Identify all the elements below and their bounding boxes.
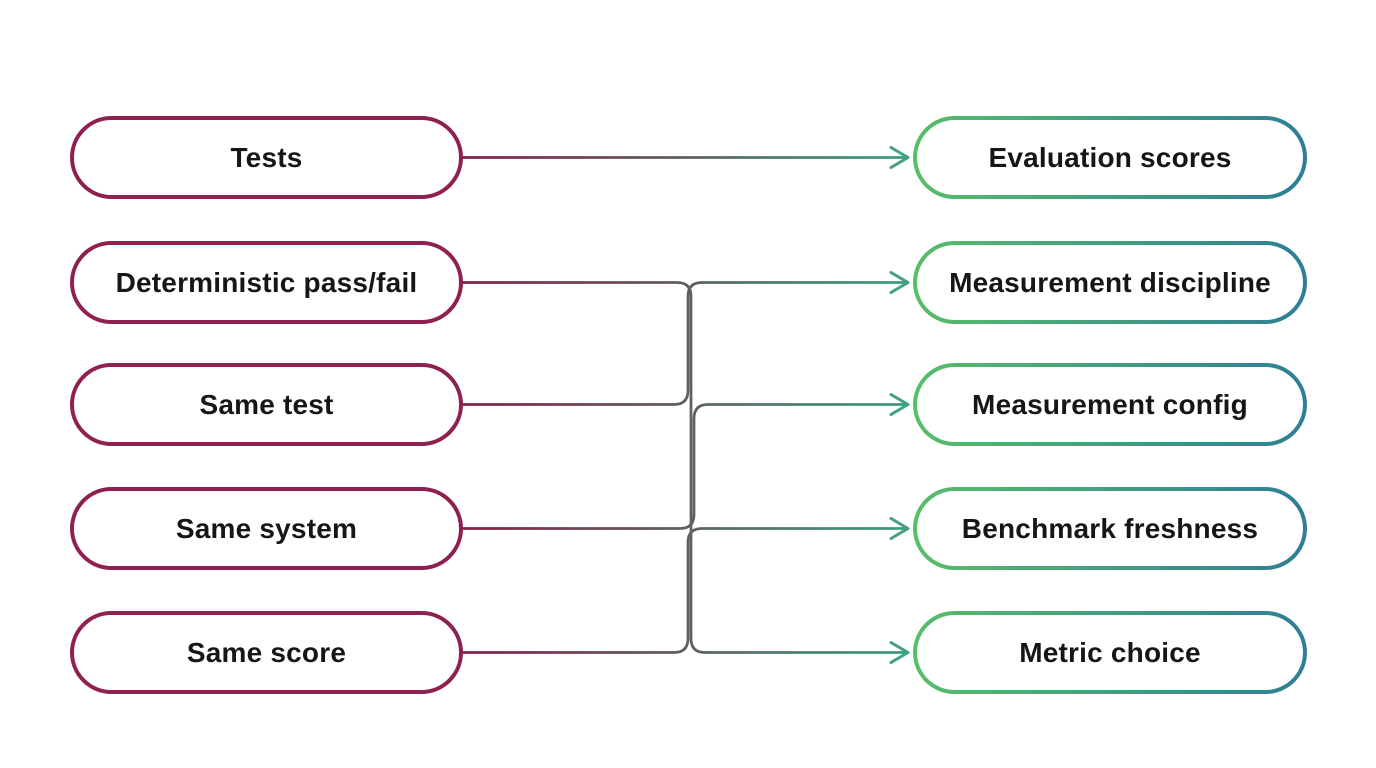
node-same-score-label: Same score	[186, 636, 347, 668]
node-benchmark-freshness-label: Benchmark freshness	[961, 512, 1259, 544]
arrowhead-icon	[889, 641, 910, 664]
node-measurement-discipline-label: Measurement discipline	[949, 266, 1271, 298]
arrowhead-icon	[889, 393, 910, 416]
edge-same-score-to-benchmark-freshness	[461, 527, 908, 654]
arrowhead-icon	[889, 271, 910, 294]
node-tests: Tests	[70, 116, 463, 199]
node-tests-label: Tests	[230, 141, 303, 173]
node-measurement-config-label: Measurement config	[972, 388, 1248, 420]
node-benchmark-freshness: Benchmark freshness	[913, 487, 1307, 570]
node-metric-choice-label: Metric choice	[1019, 636, 1201, 668]
node-deterministic-pass-fail-label: Deterministic pass/fail	[115, 266, 418, 298]
edge-same-test-to-measurement-discipline	[461, 281, 908, 406]
node-measurement-discipline: Measurement discipline	[913, 241, 1307, 324]
node-deterministic-pass-fail: Deterministic pass/fail	[70, 241, 463, 324]
node-same-system-label: Same system	[175, 512, 358, 544]
node-metric-choice: Metric choice	[913, 611, 1307, 694]
edge-deterministic-pass-fail-to-metric-choice	[461, 281, 908, 654]
arrowhead-icon	[889, 517, 910, 540]
node-same-test: Same test	[70, 363, 463, 446]
node-evaluation-scores: Evaluation scores	[913, 116, 1307, 199]
node-same-score: Same score	[70, 611, 463, 694]
node-measurement-config: Measurement config	[913, 363, 1307, 446]
arrowhead-icon	[889, 146, 910, 169]
edge-same-system-to-measurement-config	[461, 403, 908, 530]
node-same-test-label: Same test	[199, 388, 334, 420]
node-same-system: Same system	[70, 487, 463, 570]
node-evaluation-scores-label: Evaluation scores	[988, 141, 1232, 173]
